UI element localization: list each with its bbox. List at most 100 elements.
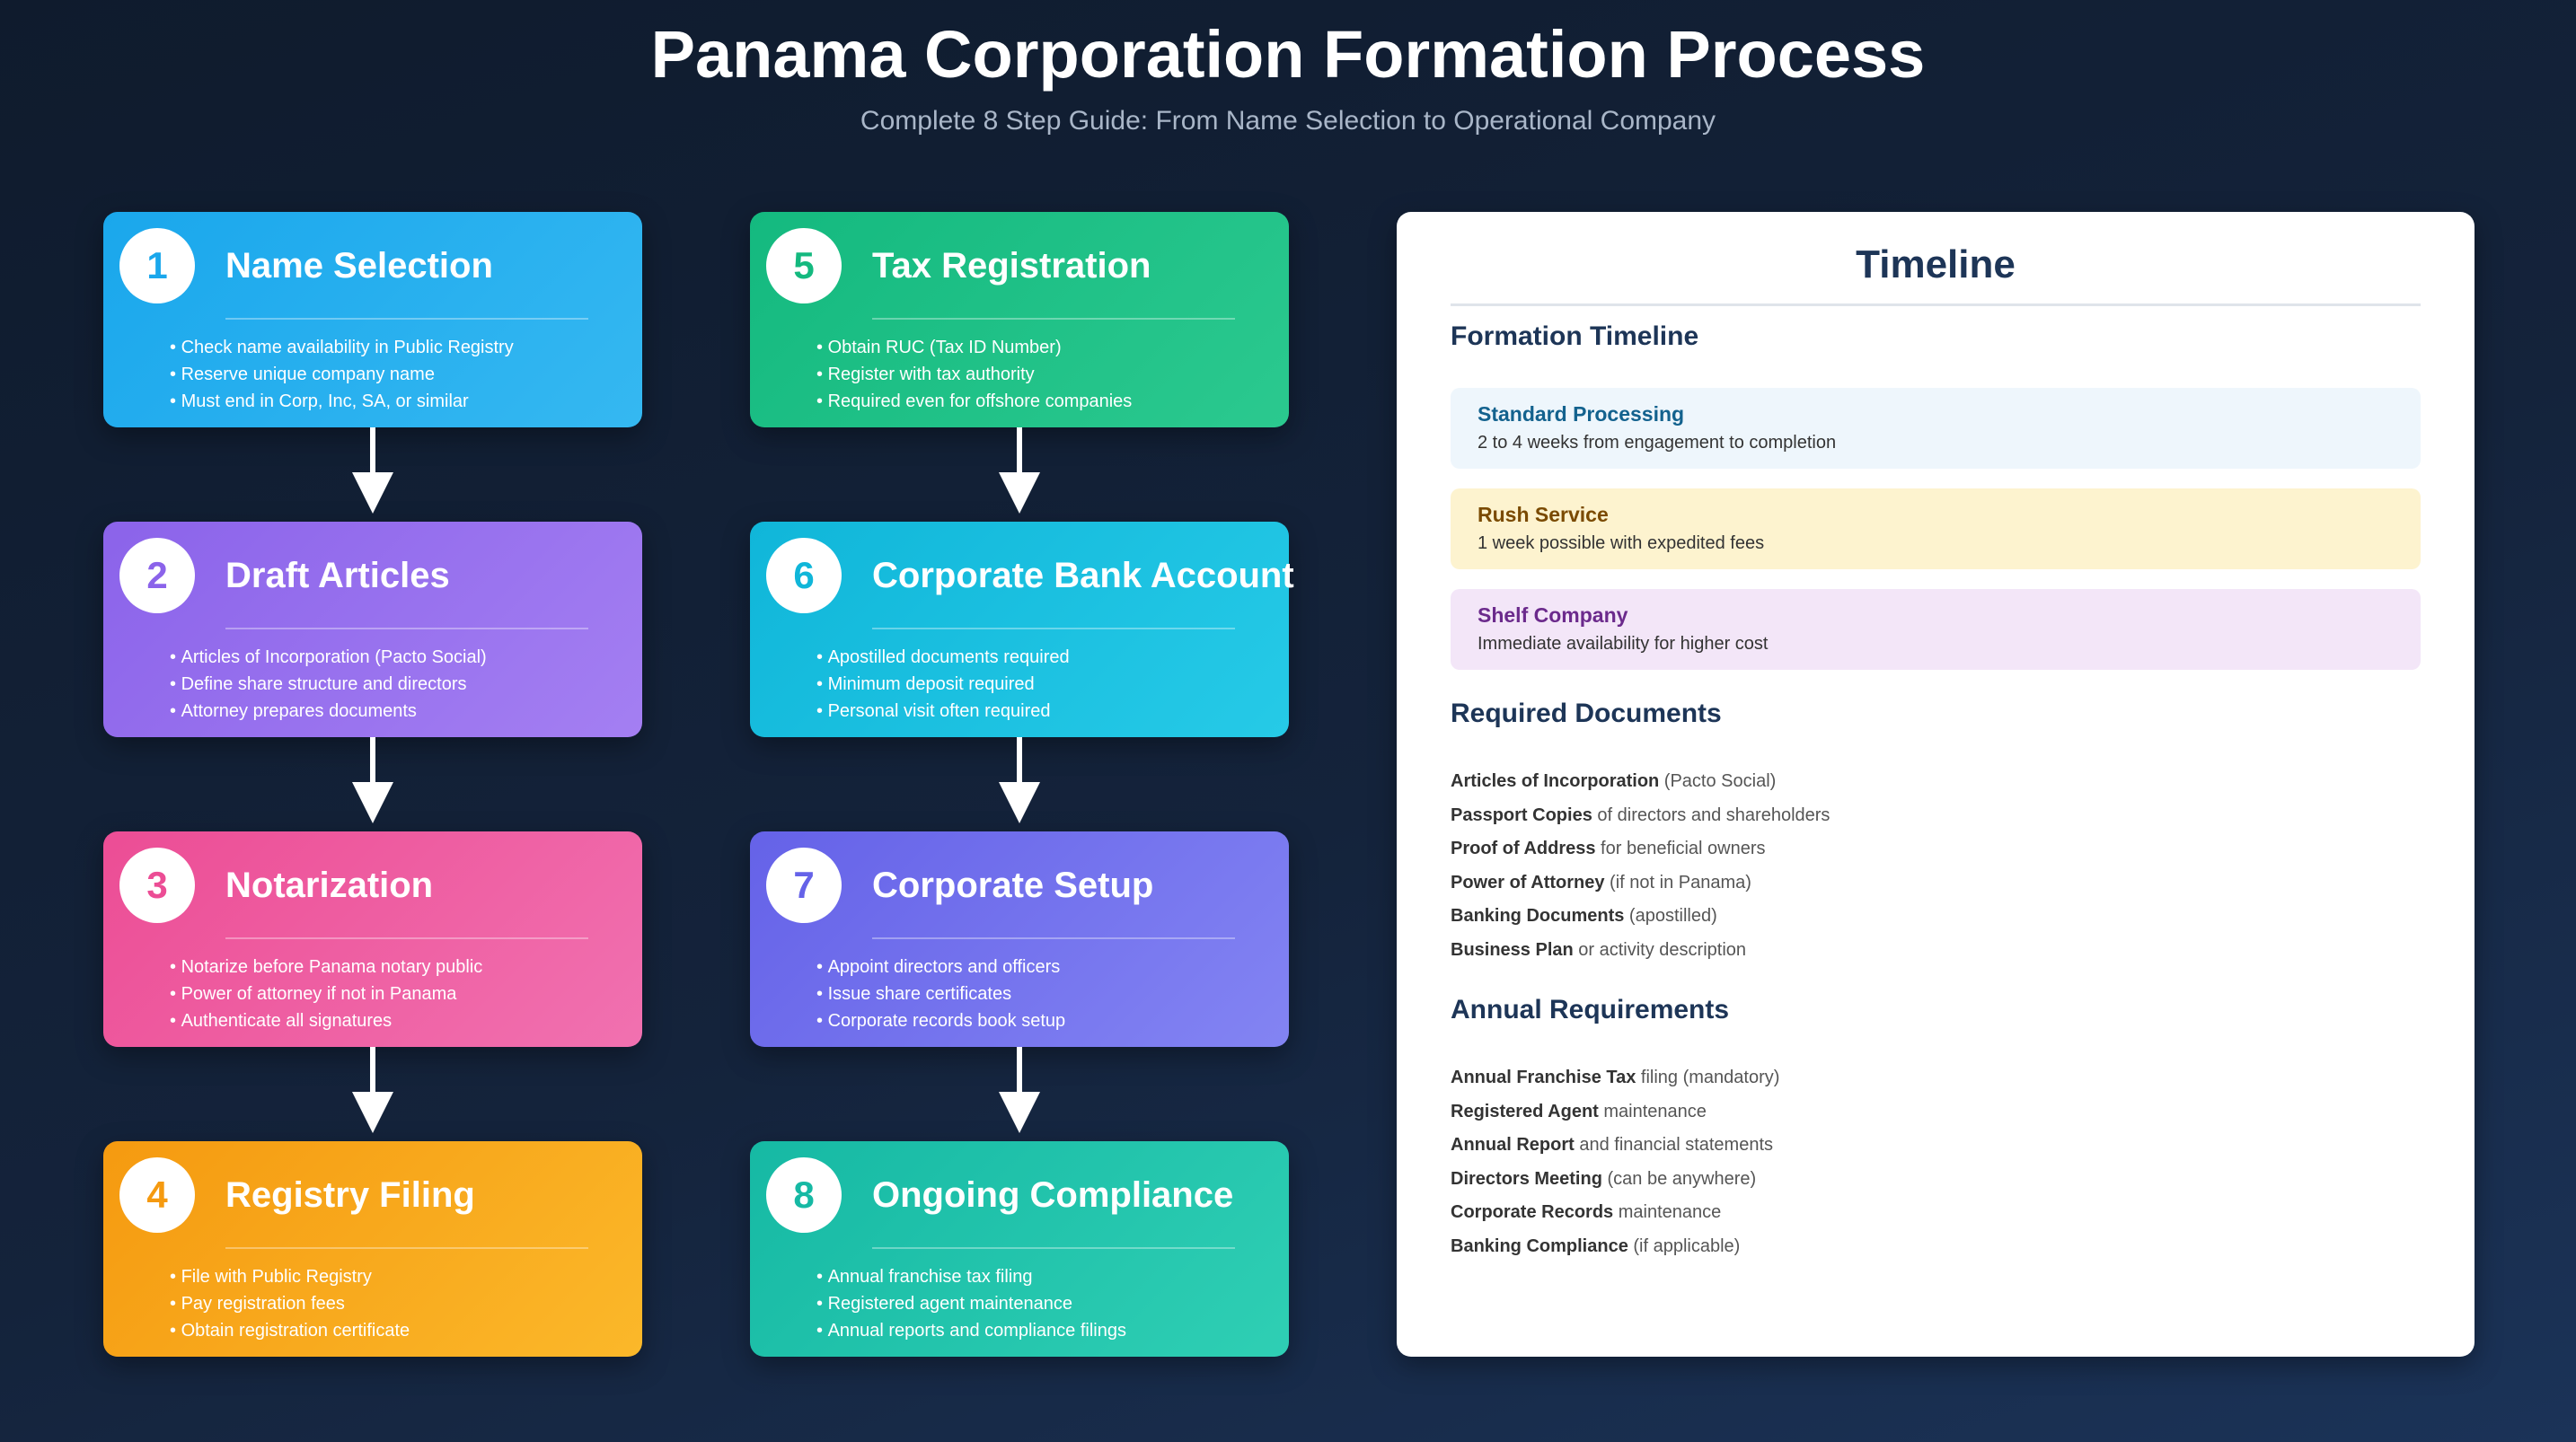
step-item: Must end in Corp, Inc, SA, or similar [170,388,514,415]
annual-requirement-item: Banking Compliance (if applicable) [1451,1235,1741,1256]
timeline-option-description: 1 week possible with expedited fees [1478,533,1765,553]
annual-requirement-item: Directors Meeting (can be anywhere) [1451,1168,1757,1189]
annual-requirement-item-label: Banking Compliance [1451,1235,1628,1256]
timeline-option-description: Immediate availability for higher cost [1478,634,1769,654]
panel-title: Timeline [1856,242,2016,286]
down-arrow-icon [999,1047,1040,1133]
step-card-6: 6 Corporate Bank AccountApostilled docume… [750,522,1294,737]
step-item: Articles of Incorporation (Pacto Social) [170,644,487,671]
timeline-option-2: Rush Service 1 week possible with expedit… [1451,488,2421,569]
step-number-badge: 5 [766,228,842,303]
step-card-7: 7 Corporate SetupAppoint directors and of… [750,831,1289,1047]
step-card-3: 3 NotarizationNotarize before Panama nota… [103,831,642,1047]
required-document-item-label: Proof of Address [1451,839,1596,858]
down-arrow-icon [352,737,393,823]
step-item: Minimum deposit required [816,671,1070,698]
required-document-item: Articles of Incorporation (Pacto Social) [1451,771,1777,791]
required-document-item-label: Banking Documents [1451,906,1625,926]
required-document-item: Power of Attorney (if not in Panama) [1451,872,1751,892]
step-number-badge: 7 [766,848,842,923]
step-item: Apostilled documents required [816,644,1070,671]
annual-requirement-item: Annual Franchise Tax filing (mandatory) [1451,1068,1780,1087]
down-arrow-icon [999,737,1040,823]
annual-requirement-item-label: Annual Franchise Tax [1451,1068,1636,1087]
page-subtitle: Complete 8 Step Guide: From Name Selecti… [860,106,1716,136]
down-arrow-icon [352,427,393,514]
page-title: Panama Corporation Formation Process [650,17,1926,92]
annual-requirement-item-label: Corporate Records [1451,1202,1614,1222]
step-item: Define share structure and directors [170,671,487,698]
step-divider [225,1247,588,1249]
step-title: Corporate Bank Account [872,556,1294,595]
annual-requirement-item-label: Registered Agent [1451,1101,1599,1121]
step-divider [872,1247,1235,1249]
step-item: Power of attorney if not in Panama [170,980,482,1007]
step-item: Issue share certificates [816,980,1065,1007]
step-title: Tax Registration [872,246,1151,286]
required-document-item: Passport Copies of directors and shareho… [1451,805,1831,825]
required-document-item-label: Articles of Incorporation [1451,771,1660,791]
step-divider [225,318,588,320]
annual-requirement-item: Annual Report and financial statements [1451,1135,1774,1155]
step-divider [872,318,1235,320]
step-number-badge: 4 [119,1157,195,1233]
step-items-list: Annual franchise tax filingRegistered ag… [816,1263,1126,1344]
timeline-option-title: Shelf Company [1478,603,1628,627]
step-card-4: 4 Registry FilingFile with Public Registr… [103,1141,642,1357]
step-item: Personal visit often required [816,698,1070,725]
step-number-badge: 2 [119,538,195,613]
step-card-5: 5 Tax RegistrationObtain RUC (Tax ID Numb… [750,212,1289,427]
step-item: Required even for offshore companies [816,388,1133,415]
annual-requirement-item: Corporate Records maintenance [1451,1202,1722,1222]
step-item: Reserve unique company name [170,361,514,388]
annual-requirements-list: Annual Franchise Tax filing (mandatory) R… [1451,1061,1779,1263]
step-number-badge: 6 [766,538,842,613]
required-documents-heading: Required Documents [1451,699,1722,728]
timeline-panel: Timeline Formation Timeline Standard Pro… [1397,212,2475,1357]
step-divider [225,628,588,629]
step-item: File with Public Registry [170,1263,410,1290]
step-divider [225,937,588,939]
step-item: Corporate records book setup [816,1007,1066,1034]
required-document-item: Banking Documents (apostilled) [1451,906,1717,926]
annual-requirement-item: Registered Agent maintenance [1451,1101,1707,1121]
panel-divider [1451,303,2421,306]
annual-requirements-heading: Annual Requirements [1451,995,1730,1024]
step-items-list: Notarize before Panama notary publicPowe… [170,954,483,1034]
step-item: Register with tax authority [816,361,1132,388]
step-number-badge: 8 [766,1157,842,1233]
step-title: Notarization [225,866,434,905]
down-arrow-icon [352,1047,393,1133]
down-arrow-icon [999,427,1040,514]
step-title: Registry Filing [225,1175,475,1215]
timeline-option-title: Standard Processing [1478,402,1685,426]
required-document-item: Business Plan or activity description [1451,939,1747,960]
step-divider [872,628,1235,629]
step-item: Obtain registration certificate [170,1317,410,1344]
timeline-option-title: Rush Service [1478,503,1609,526]
step-items-list: File with Public RegistryPay registratio… [170,1263,410,1344]
step-divider [872,937,1235,939]
step-item: Appoint directors and officers [816,954,1065,980]
step-item: Pay registration fees [170,1290,410,1317]
step-number-badge: 3 [119,848,195,923]
step-title: Name Selection [225,246,493,286]
step-title: Ongoing Compliance [872,1175,1234,1215]
step-title: Corporate Setup [872,866,1154,905]
annual-requirement-item-label: Annual Report [1451,1135,1575,1155]
step-item: Notarize before Panama notary public [170,954,483,980]
step-item: Annual reports and compliance filings [816,1317,1126,1344]
step-item: Obtain RUC (Tax ID Number) [816,334,1132,361]
step-items-list: Articles of Incorporation (Pacto Social)… [170,644,487,725]
step-items-list: Appoint directors and officersIssue shar… [816,954,1066,1034]
step-items-list: Obtain RUC (Tax ID Number)Register with … [816,334,1133,415]
step-items-list: Check name availability in Public Regist… [170,334,514,415]
step-item: Check name availability in Public Regist… [170,334,514,361]
step-items-list: Apostilled documents requiredMinimum dep… [816,644,1070,725]
required-documents-list: Articles of Incorporation (Pacto Social)… [1451,765,1830,967]
required-document-item-label: Power of Attorney [1451,872,1605,892]
